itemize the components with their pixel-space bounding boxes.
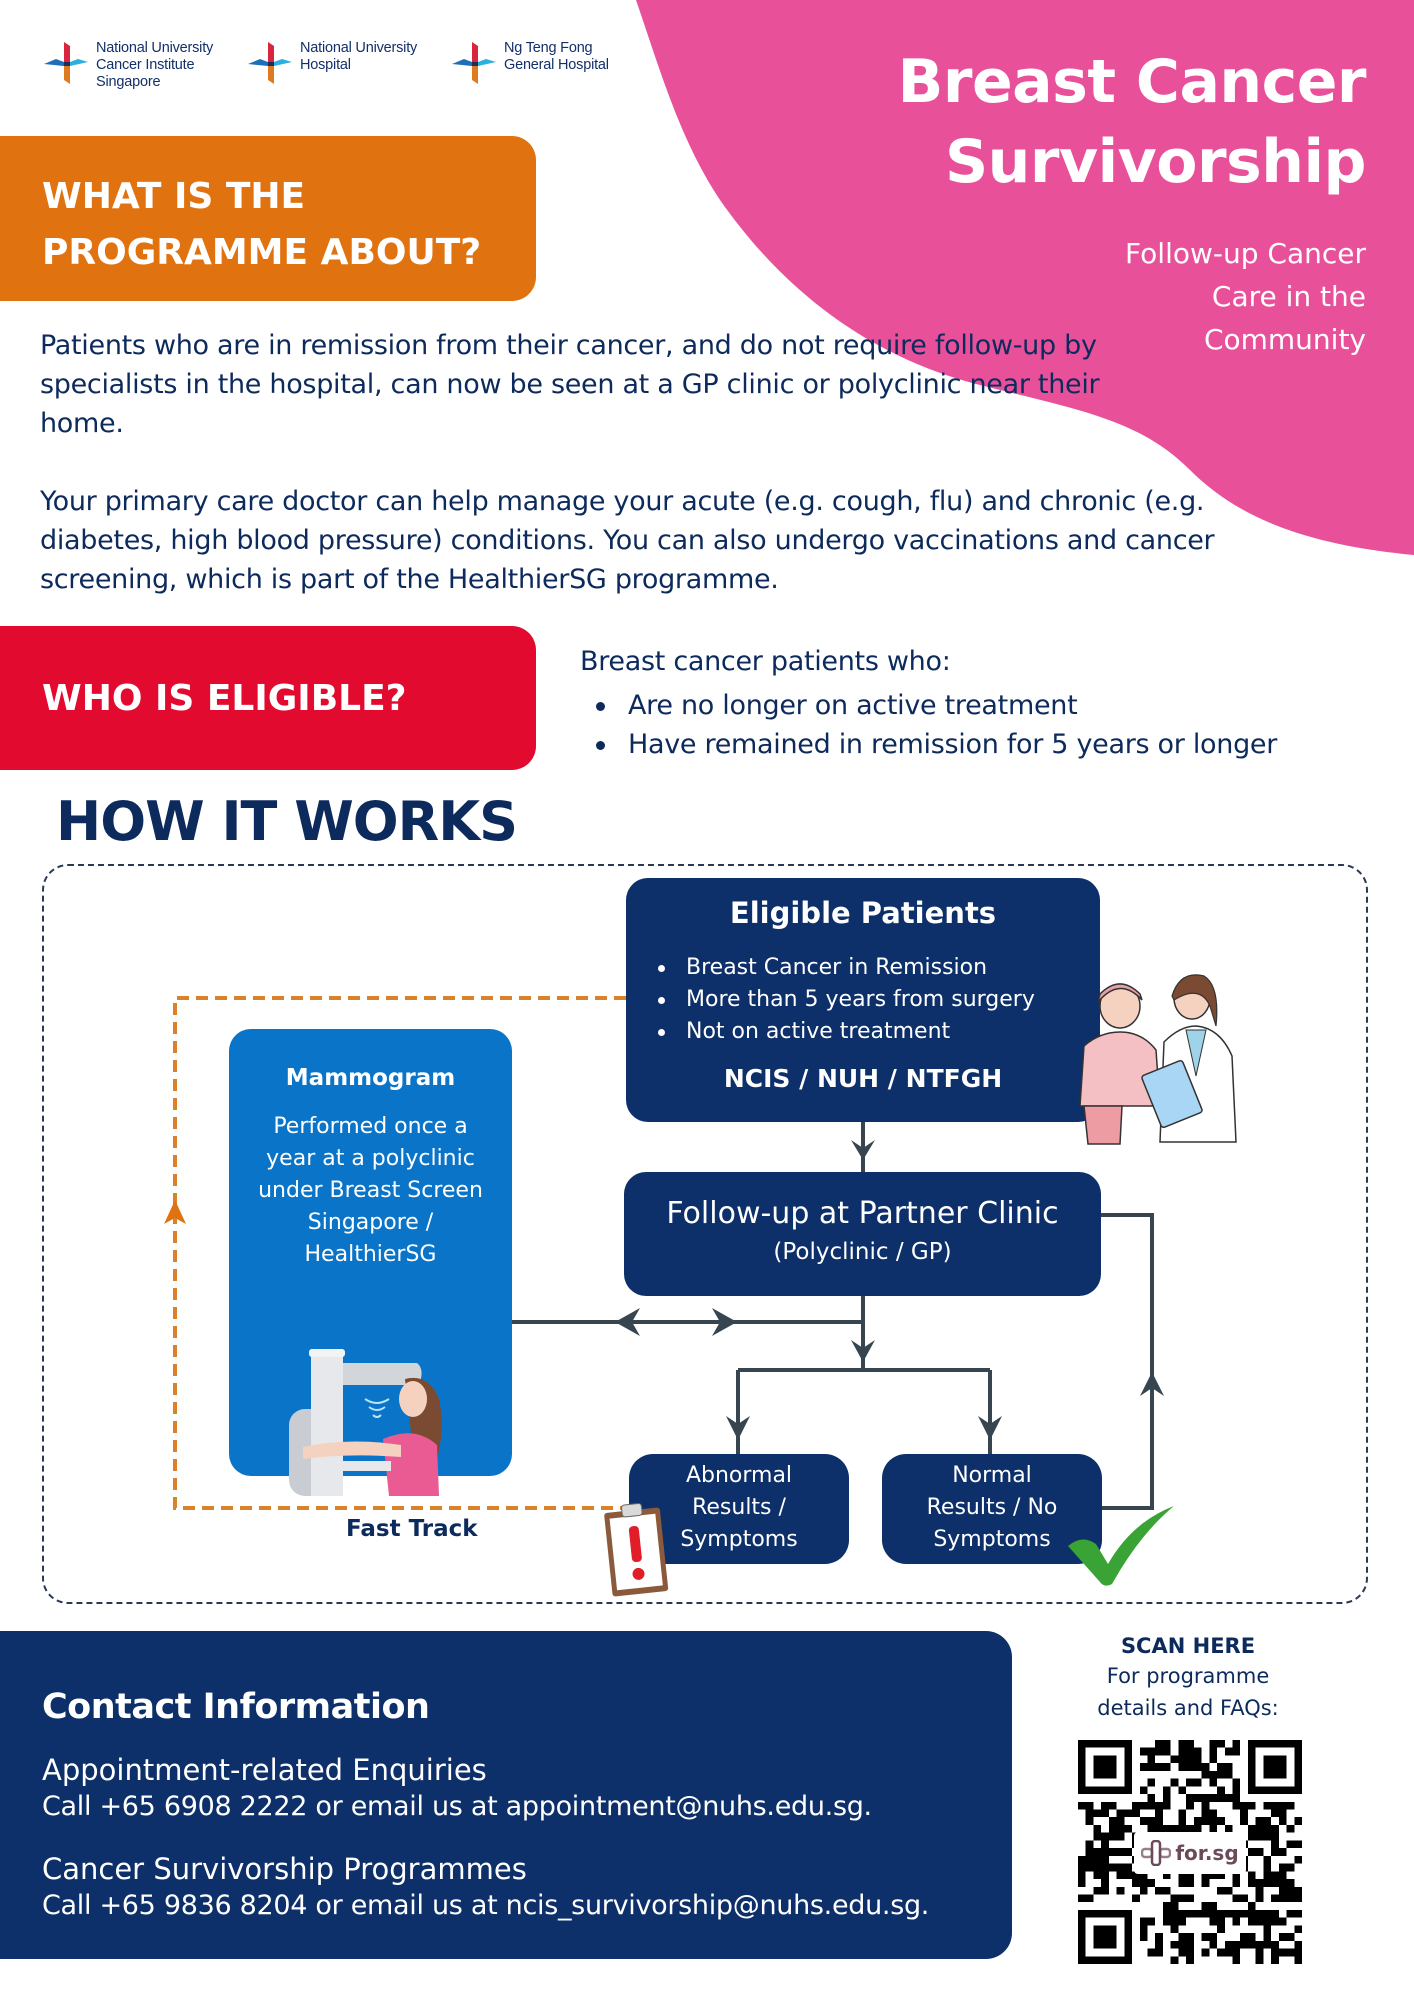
contact-line-appointments[interactable]: Call +65 6908 2222 or email us at appoin… [42, 1791, 872, 1822]
heading-text: WHO IS ELIGIBLE? [42, 677, 407, 719]
logo-ncis: National University Cancer Institute Sin… [42, 40, 213, 91]
mammogram-description-line: under Breast Screen [258, 1178, 483, 1203]
eligibility-intro: Breast cancer patients who: [580, 646, 951, 677]
logo-ntfgh: Ng Teng Fong General Hospital [450, 40, 609, 88]
heading-line: WHAT IS THE [42, 176, 306, 217]
eligible-patients-orgs: NCIS / NUH / NTFGH [723, 1064, 1003, 1093]
nuhs-cross-logo-icon [452, 42, 496, 84]
contact-heading-survivorship: Cancer Survivorship Programmes [42, 1852, 527, 1886]
how-it-works-heading: HOW IT WORKS [56, 790, 518, 853]
follow-up-title: Follow-up at Partner Clinic [666, 1196, 1059, 1231]
abnormal-line: Symptoms [680, 1527, 798, 1552]
fast-track-label: Fast Track [346, 1516, 478, 1542]
scan-description-line: details and FAQs: [1097, 1696, 1279, 1720]
mammogram-description-line: year at a polyclinic [266, 1146, 475, 1171]
flow-diagram-frame [42, 864, 1368, 1604]
eligibility-criteria-list: Are no longer on active treatment Have r… [590, 686, 1277, 764]
mammogram-description-line: Performed once a [273, 1114, 468, 1139]
checkmark-icon [1068, 1506, 1174, 1586]
mammogram-machine-illustration-icon [289, 1349, 442, 1496]
scan-description-line: For programme [1106, 1664, 1270, 1688]
normal-line: Symptoms [933, 1527, 1051, 1552]
logo-text-line: National University [96, 40, 214, 56]
nuhs-cross-logo-icon [44, 42, 88, 84]
title-line: Survivorship [944, 127, 1367, 197]
contact-line-survivorship[interactable]: Call +65 9836 8204 or email us at ncis_s… [42, 1890, 930, 1921]
subtitle-line: Follow-up Cancer [1125, 237, 1366, 270]
mammogram-description: Performed once a year at a polyclinic un… [229, 1111, 512, 1271]
follow-up-subtitle: (Polyclinic / GP) [773, 1239, 952, 1265]
qr-finder-pattern [1093, 1755, 1117, 1779]
normal-line: Results / No [926, 1495, 1058, 1520]
eligible-patients-box: Eligible Patients Breast Cancer in Remis… [626, 878, 1100, 1122]
abnormal-line: Abnormal [685, 1463, 793, 1488]
abnormal-line: Results / [692, 1495, 786, 1520]
programme-description-2: Your primary care doctor can help manage… [40, 486, 1215, 595]
qr-finder-pattern [1093, 1925, 1117, 1949]
scan-description: For programme details and FAQs: [1068, 1660, 1308, 1724]
logo-text-line: General Hospital [504, 57, 609, 73]
eligible-patients-title: Eligible Patients [729, 896, 997, 930]
qr-code-label: for.sg [1134, 1832, 1246, 1874]
scan-title: SCAN HERE [1120, 1634, 1256, 1658]
mammogram-title: Mammogram [285, 1065, 456, 1091]
normal-line: Normal [952, 1463, 1032, 1488]
eligible-patients-item: Not on active treatment [656, 1016, 1100, 1048]
logo-text-line: Hospital [300, 57, 351, 73]
forsg-logo-icon [1141, 1840, 1172, 1866]
subtitle-line: Community [1203, 323, 1366, 356]
logo-text-line: Singapore [96, 74, 161, 90]
subtitle-line: Care in the [1211, 280, 1366, 313]
mammogram-description-line: Singapore / [307, 1210, 434, 1235]
pink-decorative-blob [636, 0, 1414, 555]
scan-block: SCAN HERE For programme details and FAQs… [1068, 1634, 1308, 1724]
logo-nuh: National University Hospital [246, 40, 417, 88]
normal-results-box: Normal Results / No Symptoms [882, 1454, 1102, 1564]
patient-doctor-illustration-icon [1079, 974, 1237, 1145]
contact-title: Contact Information [42, 1687, 430, 1727]
what-section-heading: WHAT IS THE PROGRAMME ABOUT? [0, 136, 536, 301]
qr-finder-pattern [1263, 1755, 1287, 1779]
heading-line: PROGRAMME ABOUT? [42, 232, 482, 273]
page-subtitle: Follow-up Cancer Care in the Community [1125, 232, 1366, 361]
follow-up-partner-clinic-box: Follow-up at Partner Clinic (Polyclinic … [624, 1172, 1101, 1296]
eligibility-criterion: Are no longer on active treatment [590, 686, 1277, 725]
contact-information-panel: Contact Information Appointment-related … [0, 1631, 1012, 1959]
logo-text-line: Ng Teng Fong [504, 40, 593, 56]
logo-text-line: National University [300, 40, 418, 56]
abnormal-results-box: Abnormal Results / Symptoms [629, 1454, 849, 1564]
programme-description-1: Patients who are in remission from their… [40, 330, 1100, 439]
who-section-heading: WHO IS ELIGIBLE? [0, 626, 536, 770]
eligibility-criterion: Have remained in remission for 5 years o… [590, 725, 1277, 764]
mammogram-box: Mammogram Performed once a year at a pol… [229, 1029, 512, 1496]
eligible-patients-item: Breast Cancer in Remission [656, 952, 1100, 984]
eligible-patients-list: Breast Cancer in Remission More than 5 y… [656, 952, 1100, 1048]
logo-text-line: Cancer Institute [96, 57, 195, 73]
clipboard-alert-icon [604, 1503, 669, 1597]
mammogram-description-line: HealthierSG [304, 1242, 437, 1267]
contact-heading-appointments: Appointment-related Enquiries [42, 1753, 487, 1787]
eligible-patients-item: More than 5 years from surgery [656, 984, 1100, 1016]
qr-label-text: for.sg [1175, 1841, 1239, 1865]
title-line: Breast Cancer [897, 47, 1367, 117]
page-title: Breast Cancer Survivorship [897, 42, 1367, 202]
nuhs-cross-logo-icon [248, 42, 292, 84]
